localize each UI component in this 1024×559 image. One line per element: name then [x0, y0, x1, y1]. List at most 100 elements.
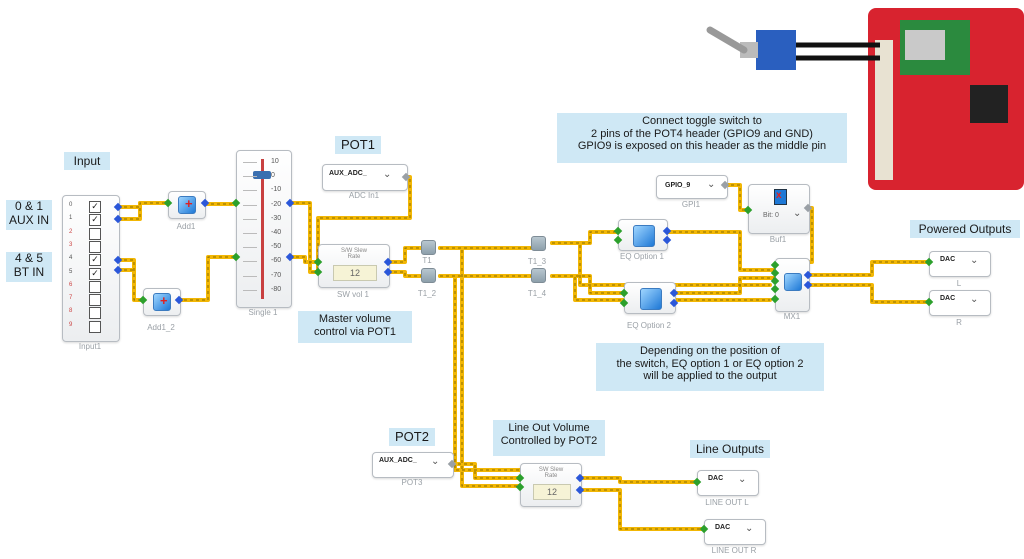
x-mark-icon: x [776, 190, 782, 201]
dac-l-block[interactable]: DAC ⌄ [929, 251, 991, 277]
fader-tick-label: -40 [271, 229, 282, 236]
channel-number: 5 [69, 268, 73, 275]
aux-in-note: 0 & 1 AUX IN [6, 199, 52, 230]
gpi1-block[interactable]: GPIO_9 ⌄ [656, 175, 728, 199]
channel-checkbox[interactable]: ✓ [89, 214, 101, 227]
gpi1-value: GPIO_9 [665, 182, 691, 189]
t1-4-caption: T1_4 [527, 289, 547, 298]
buf1-caption: Buf1 [769, 235, 787, 244]
chevron-down-icon[interactable]: ⌄ [383, 169, 392, 180]
eq-option1-block[interactable] [618, 219, 668, 251]
add1-block[interactable]: + [168, 191, 206, 219]
pot3-caption: POT3 [401, 478, 423, 487]
pot2-note: POT2 [389, 428, 435, 446]
buffer-icon [774, 189, 787, 205]
channel-checkbox[interactable]: ✓ [89, 267, 101, 280]
fader-tick [243, 247, 257, 249]
line-out-r-caption: LINE OUT R [711, 546, 757, 555]
adc-in1-value: AUX_ADC_ [329, 170, 367, 177]
chevron-down-icon[interactable]: ⌄ [738, 474, 747, 485]
mx1-caption: MX1 [783, 312, 801, 321]
eq-option-note: Depending on the position of the switch,… [596, 343, 824, 391]
board-photo [706, 8, 1024, 190]
channel-checkbox[interactable] [89, 240, 101, 253]
add-icon [178, 196, 196, 214]
channel-checkbox[interactable] [89, 280, 101, 293]
single1-caption: Single 1 [248, 308, 278, 317]
t1-caption: T1 [422, 256, 432, 265]
channel-checkbox[interactable] [89, 227, 101, 240]
chevron-down-icon[interactable]: ⌄ [970, 294, 979, 305]
fader-tick [243, 289, 257, 291]
board-ic [970, 85, 1008, 123]
line-out-l-caption: LINE OUT L [705, 498, 749, 507]
fader-tick-label: 10 [271, 158, 279, 165]
pot3-block[interactable]: AUX_ADC_ ⌄ [372, 452, 454, 478]
sw-vol1-value[interactable]: 12 [333, 265, 377, 281]
fader-tick-label: -50 [271, 243, 282, 251]
fader-tick [243, 233, 257, 234]
sw-vol2-block[interactable]: SW Slew Rate 12 [520, 463, 582, 507]
channel-checkbox[interactable]: ✓ [89, 201, 101, 213]
sw-vol1-header: S/W Slew Rate [340, 248, 367, 261]
buf1-block[interactable]: x Bit: 0 ⌄ [748, 184, 810, 234]
adc-in1-block[interactable]: AUX_ADC_ ⌄ [322, 164, 408, 191]
pot3-value: AUX_ADC_ [379, 457, 417, 464]
eq-option2-block[interactable] [624, 282, 676, 314]
bt-in-note: 4 & 5 BT IN [6, 251, 52, 282]
line-out-l-block[interactable]: DAC ⌄ [697, 470, 759, 496]
master-volume-note: Master volume control via POT1 [298, 311, 412, 343]
dac-l-caption: L [956, 279, 962, 288]
fader-tick [243, 162, 257, 163]
channel-number: 4 [69, 255, 73, 262]
fader-tick-label: -10 [271, 186, 282, 194]
plus-icon: + [160, 293, 168, 308]
eq-option2-caption: EQ Option 2 [626, 321, 672, 330]
add1-2-block[interactable]: + [143, 288, 181, 316]
line-out-l-value: DAC [708, 475, 724, 482]
line-out-r-block[interactable]: DAC ⌄ [704, 519, 766, 545]
add1-2-caption: Add1_2 [147, 323, 175, 332]
channel-checkbox[interactable] [89, 320, 101, 333]
input-note: Input [64, 152, 110, 170]
add-icon [153, 293, 171, 311]
chevron-down-icon[interactable]: ⌄ [970, 255, 979, 266]
t1-3-node[interactable] [531, 236, 546, 251]
t1-4-node[interactable] [531, 268, 546, 283]
dac-r-block[interactable]: DAC ⌄ [929, 290, 991, 316]
board-chip [905, 30, 945, 60]
board-header [875, 40, 893, 180]
fader-tick [243, 275, 257, 277]
channel-number: 6 [69, 281, 73, 288]
chevron-down-icon[interactable]: ⌄ [793, 208, 802, 219]
channel-number: 8 [69, 308, 73, 315]
dac-r-value: DAC [940, 295, 956, 302]
t1-2-node[interactable] [421, 268, 436, 283]
powered-outputs-note: Powered Outputs [910, 220, 1020, 238]
channel-checkbox[interactable] [89, 307, 101, 320]
fader-tick-label: 0 [271, 172, 275, 180]
switch-lever [706, 26, 748, 54]
chevron-down-icon[interactable]: ⌄ [707, 179, 716, 190]
channel-checkbox[interactable]: ✓ [89, 254, 101, 267]
switch-nut [740, 42, 758, 58]
add1-caption: Add1 [176, 222, 196, 231]
chevron-down-icon[interactable]: ⌄ [431, 456, 440, 467]
sw-vol2-value[interactable]: 12 [533, 484, 571, 500]
fader-knob[interactable] [253, 171, 271, 179]
sw-vol1-block[interactable]: S/W Slew Rate 12 [318, 244, 390, 288]
gpi1-caption: GPI1 [681, 200, 701, 209]
chevron-down-icon[interactable]: ⌄ [745, 523, 754, 534]
fader-tick-label: -80 [271, 285, 282, 293]
switch-body [756, 30, 796, 70]
buf1-value: Bit: 0 [763, 212, 779, 219]
adc-in1-caption: ADC In1 [348, 191, 380, 200]
input1-caption: Input1 [78, 342, 102, 351]
fader-tick [243, 204, 257, 206]
channel-checkbox[interactable] [89, 294, 101, 307]
dac-l-value: DAC [940, 256, 956, 263]
eq-icon [633, 225, 655, 247]
t1-node[interactable] [421, 240, 436, 255]
